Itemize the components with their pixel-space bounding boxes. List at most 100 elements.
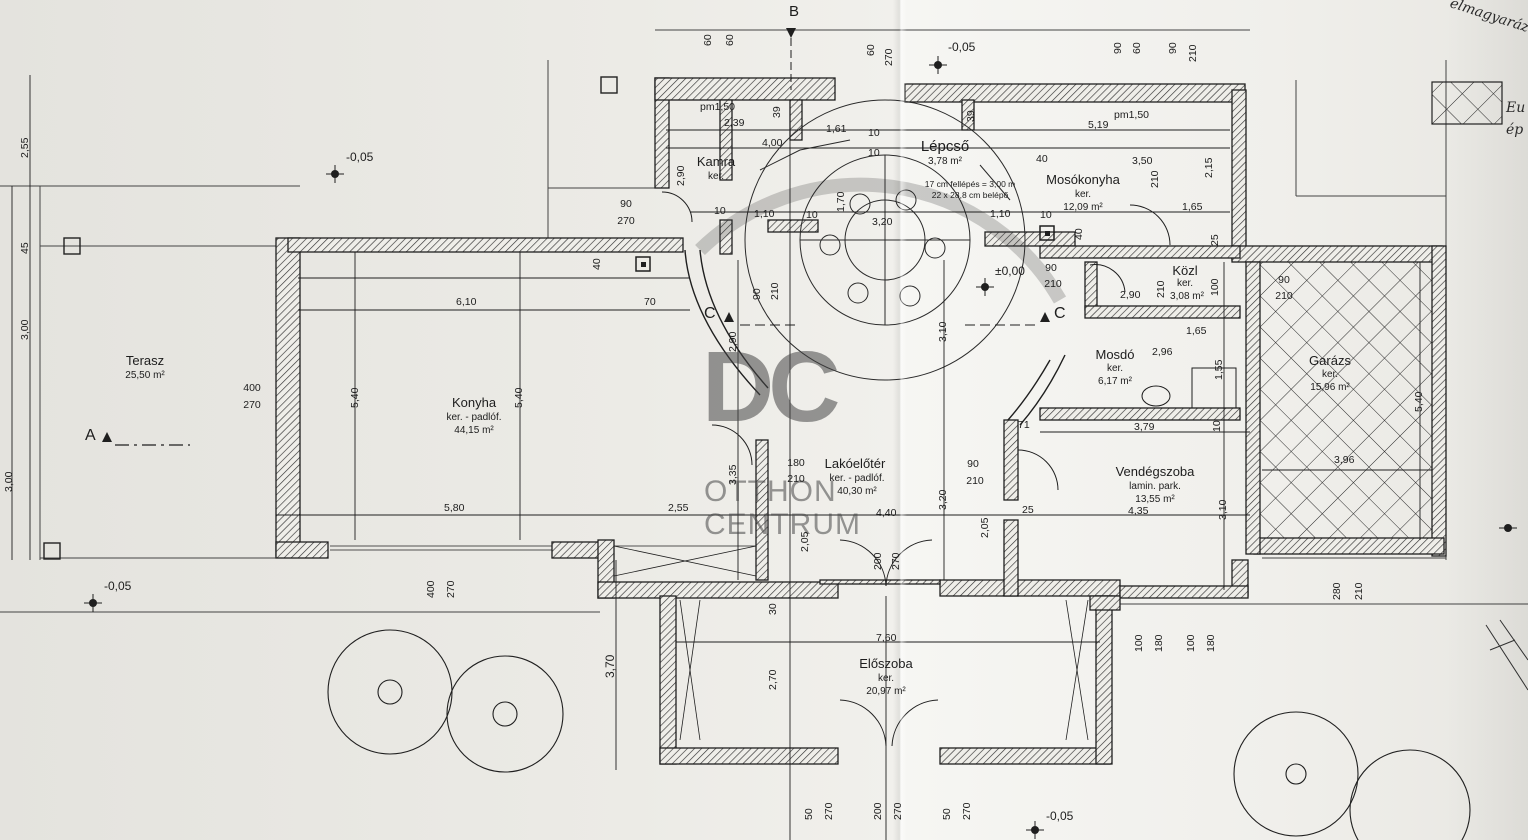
room-floor: ker. <box>1074 189 1092 200</box>
dim-70: 70 <box>644 296 656 308</box>
room-floor: ker. <box>1176 278 1194 289</box>
dim-239: 2,39 <box>724 117 745 129</box>
room-area: 25,50 m² <box>125 370 165 381</box>
room-floor: ker. <box>877 673 895 684</box>
dim-10e: 10 <box>1040 209 1052 221</box>
dim-10d: 10 <box>806 209 818 221</box>
dim-205b-vertical: 2,05 <box>799 531 811 552</box>
dim-10c: 10 <box>714 205 726 217</box>
dim-440: 4,40 <box>876 507 897 519</box>
dim-580: 5,80 <box>444 502 465 514</box>
dim-320-vertical: 3,20 <box>937 489 949 510</box>
dim-kitchen-width: 6,10 <box>456 296 477 308</box>
section-markers <box>102 28 1050 446</box>
level-garden: -0,05 <box>104 579 132 593</box>
dim-320a: 3,20 <box>872 216 893 228</box>
code-180a: 180 <box>1153 634 1165 652</box>
room-area: 3,78 m² <box>928 156 962 167</box>
room-floor: ker. - padlóf. <box>829 473 885 484</box>
level-terrace-top: -0,05 <box>346 150 374 164</box>
code-180b: 180 <box>1205 634 1217 652</box>
level-south: -0,05 <box>1046 809 1074 823</box>
room-area: 3,08 m² <box>1170 291 1204 302</box>
dim-435: 4,35 <box>1128 505 1149 517</box>
room-name: Közl <box>1172 263 1198 278</box>
dim-40a: 40 <box>1036 153 1048 165</box>
dim-540a-vertical: 5,40 <box>349 387 361 408</box>
code-270c: 270 <box>823 802 835 820</box>
level-markers <box>84 56 1517 839</box>
dim-540c-vertical: 5,40 <box>1413 391 1425 412</box>
room-floor: ker. <box>707 171 725 182</box>
room-name: Konyha <box>451 395 497 410</box>
dim-40b-vertical: 40 <box>591 258 603 270</box>
dim-10a: 10 <box>868 127 880 139</box>
code-270d: 270 <box>892 802 904 820</box>
dim-300-vertical: 3,00 <box>19 319 31 340</box>
room-area: 13,55 m² <box>1135 494 1175 505</box>
room-name: Terasz <box>125 353 165 368</box>
dim-215-vertical: 2,15 <box>1203 157 1215 178</box>
room-name: Garázs <box>1309 353 1351 368</box>
paper-fold <box>893 0 907 840</box>
code-top-270: 270 <box>883 48 895 66</box>
dim-39a-vertical: 39 <box>771 106 783 118</box>
code-100c: 100 <box>1209 278 1221 296</box>
dim-255-vertical: 2,55 <box>19 137 31 158</box>
room-name: Mosókonyha <box>1046 172 1120 187</box>
window-sill-left: pm1,50 <box>700 101 736 113</box>
dim-39b-vertical: 39 <box>965 110 977 122</box>
code-50a: 50 <box>803 808 815 820</box>
room-name: Vendégszoba <box>1115 464 1195 479</box>
room-name: Előszoba <box>859 656 913 671</box>
room-area: 12,09 m² <box>1063 202 1103 213</box>
dim-400: 4,00 <box>762 137 783 149</box>
dim-71: 71 <box>1018 419 1030 431</box>
dim-396: 3,96 <box>1334 454 1355 466</box>
code-210b: 210 <box>1353 582 1365 600</box>
dim-161: 1,61 <box>826 123 847 135</box>
code-bottom-400: 400 <box>425 580 437 598</box>
code-100a: 100 <box>1133 634 1145 652</box>
code-100b: 100 <box>1185 634 1197 652</box>
site-trees <box>327 629 1471 840</box>
dim-335-vertical: 3,35 <box>727 464 739 485</box>
room-area: 6,17 m² <box>1098 376 1132 387</box>
dim-290c-vertical: 2,90 <box>675 165 687 186</box>
code-door-270b: 270 <box>890 552 902 570</box>
room-area: 40,30 m² <box>837 486 877 497</box>
level-zero: ±0,00 <box>995 264 1025 278</box>
dim-110b: 1,10 <box>990 208 1011 220</box>
code-top-60c: 60 <box>865 44 877 56</box>
section-c-left-label: C <box>704 305 716 322</box>
room-name: Mosdó <box>1095 347 1135 362</box>
dim-300b-vertical: 3,00 <box>3 471 15 492</box>
spiral-stair <box>744 99 1026 381</box>
dim-25b-vertical: 25 <box>1209 234 1221 246</box>
dim-30-vertical: 30 <box>767 603 779 615</box>
dim-310b-vertical: 3,10 <box>1217 499 1229 520</box>
dim-205-vertical: 2,05 <box>979 517 991 538</box>
code-top-210: 210 <box>1187 44 1199 62</box>
handwritten-note-eu: Eu <box>1506 100 1526 116</box>
dim-290-vertical: 2,90 <box>727 331 739 352</box>
dim-165a: 1,65 <box>1182 201 1203 213</box>
stair-note-tread: 22 x 28,8 cm belépő <box>931 190 1009 200</box>
code-210c: 210 <box>769 282 781 300</box>
code-200b: 200 <box>872 802 884 820</box>
stair-note-rise: 17 cm fellépés = 3,00 m <box>924 179 1016 189</box>
logo-word-otthon: OTTHON <box>704 475 837 508</box>
dim-350: 3,50 <box>1132 155 1153 167</box>
room-name: Kamra <box>696 154 736 169</box>
handwritten-note-ep: ép <box>1506 122 1524 138</box>
dim-540b-vertical: 5,40 <box>513 387 525 408</box>
logo-word-centrum: CENTRUM <box>704 508 861 541</box>
dim-290a: 2,90 <box>1120 289 1141 301</box>
dim-165b: 1,65 <box>1186 325 1207 337</box>
dimension-lines <box>11 75 1432 840</box>
stair-curved-wall <box>684 177 1067 426</box>
code-top-60b: 60 <box>724 34 736 46</box>
code-270e: 270 <box>961 802 973 820</box>
room-area: 20,97 m² <box>866 686 906 697</box>
dim-379: 3,79 <box>1134 421 1155 433</box>
